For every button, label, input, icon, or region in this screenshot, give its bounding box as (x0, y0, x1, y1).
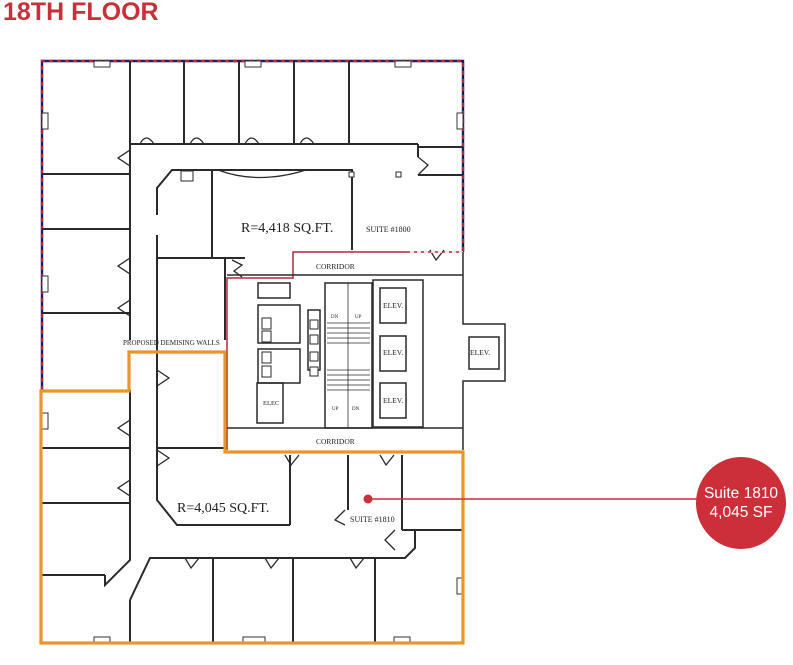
corridor-top-label: CORRIDOR (316, 262, 355, 271)
interior-walls (42, 61, 463, 643)
suite-1810-area: R=4,045 SQ.FT. (177, 501, 269, 516)
stair-label-up-2: UP (332, 407, 339, 412)
elevator-label-2: ELEV. (383, 348, 403, 357)
corridor-bottom-label: CORRIDOR (316, 437, 355, 446)
callout-suite-name: Suite 1810 (703, 485, 779, 502)
suite-1810-label: SUITE #1810 (350, 515, 395, 524)
elec-label: ELEC (263, 400, 279, 407)
page-title: 18TH FLOOR (3, 0, 159, 26)
suite-callout-badge: Suite 1810 4,045 SF (696, 457, 786, 549)
callout-leader (363, 494, 700, 504)
window-markers (41, 60, 464, 644)
core-outline (226, 251, 463, 450)
stair-label-dn-1: DN (331, 315, 339, 320)
stair-label-up-1: UP (355, 315, 362, 320)
stair-treads (327, 283, 370, 428)
suite-1800-label: SUITE #1800 (366, 225, 411, 234)
stair-label-dn-2: DN (352, 407, 360, 412)
elevator-label-3: ELEV. (383, 396, 403, 405)
door-swings (116, 137, 445, 570)
core (227, 252, 506, 450)
toilets (261, 317, 319, 378)
suite-1810-outline (39, 350, 465, 645)
elevator-label-1: ELEV. (383, 301, 403, 310)
demising-walls-note: PROPOSED DEMISING WALLS (123, 339, 220, 347)
fixtures (180, 170, 402, 182)
elevator-label-4: ELEV. (470, 348, 490, 357)
callout-suite-area: 4,045 SF (709, 504, 773, 521)
suite-1800-area: R=4,418 SQ.FT. (241, 221, 333, 236)
